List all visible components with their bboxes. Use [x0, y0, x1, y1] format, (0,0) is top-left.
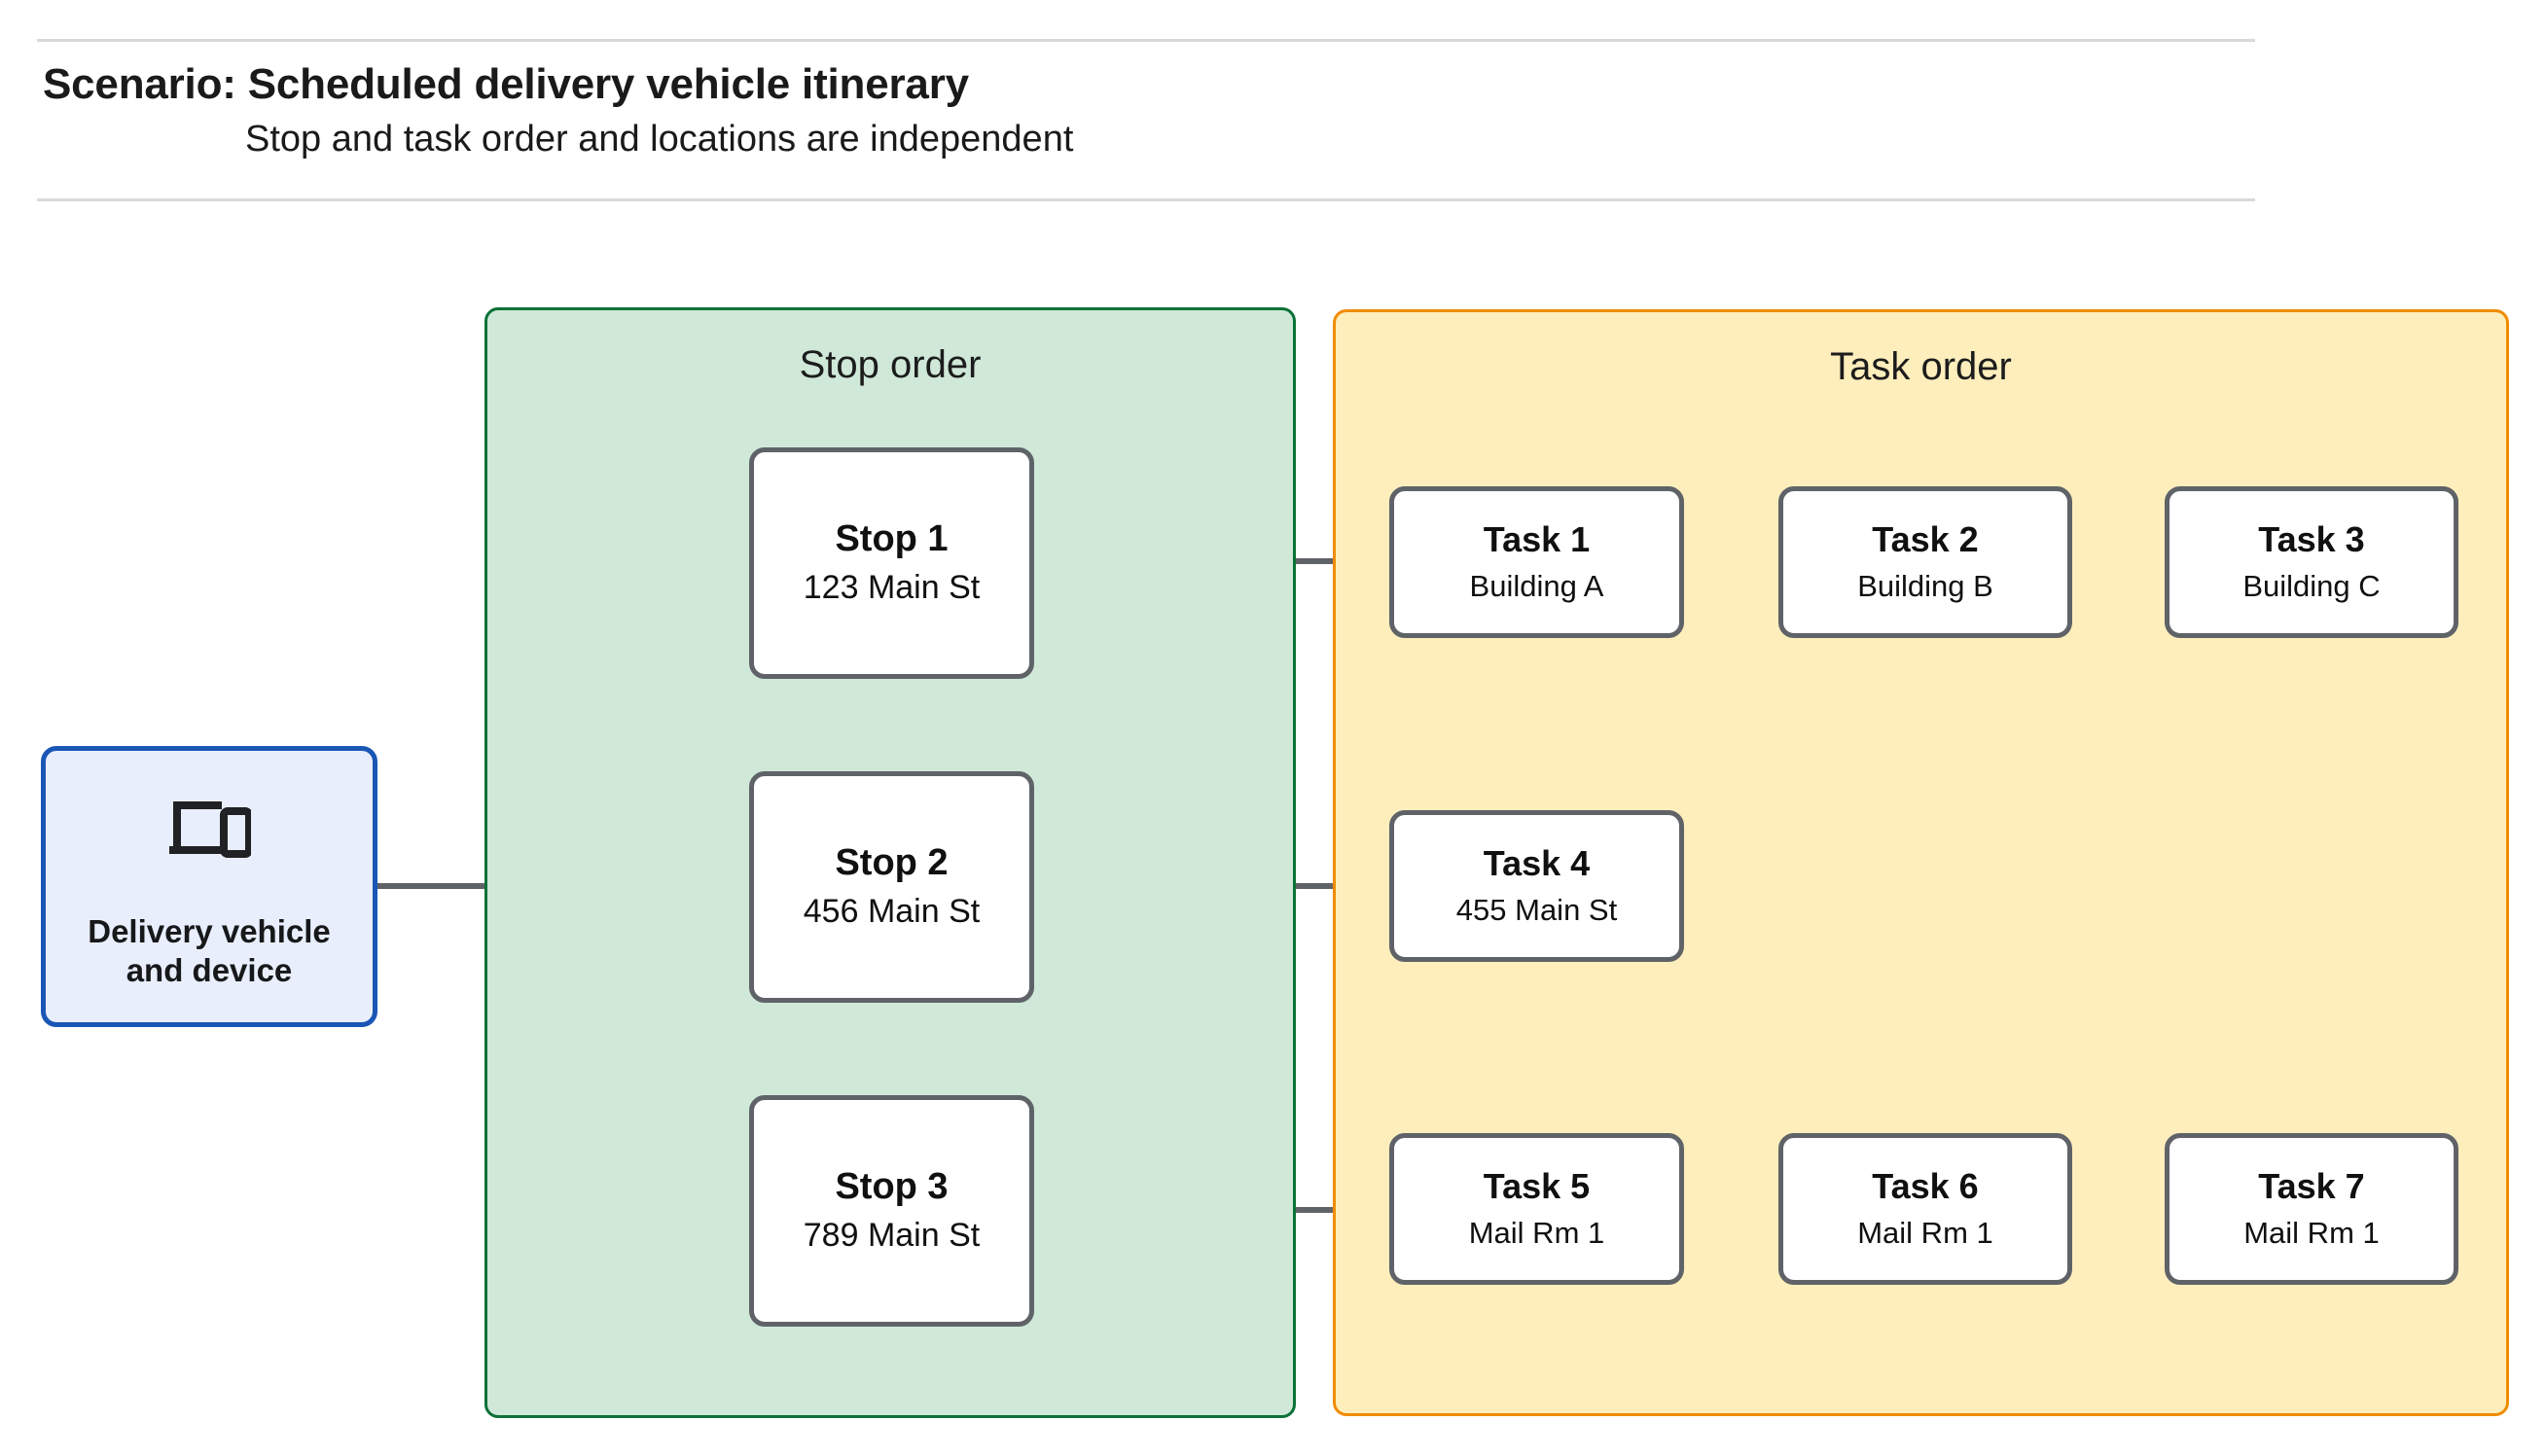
stop-node-2[interactable]: Stop 2 456 Main St [749, 771, 1034, 1003]
task-1-title: Task 1 [1483, 519, 1591, 560]
task-2-title: Task 2 [1872, 519, 1979, 560]
task-4-location: 455 Main St [1455, 892, 1618, 927]
task-7-location: Mail Rm 1 [2243, 1215, 2380, 1250]
device-label-line-1: Delivery vehicle [88, 913, 331, 949]
task-6-location: Mail Rm 1 [1857, 1215, 1993, 1250]
devices-icon [169, 801, 251, 858]
stop-node-1[interactable]: Stop 1 123 Main St [749, 447, 1034, 679]
stop-3-address: 789 Main St [803, 1217, 981, 1255]
task-4-title: Task 4 [1483, 843, 1591, 884]
task-6-title: Task 6 [1872, 1166, 1979, 1207]
task-node-5[interactable]: Task 5 Mail Rm 1 [1389, 1133, 1684, 1285]
task-2-location: Building B [1857, 568, 1993, 603]
device-label-line-2: and device [126, 952, 293, 989]
delivery-vehicle-and-device-node[interactable]: Delivery vehicle and device [41, 746, 377, 1027]
stop-1-title: Stop 1 [835, 517, 949, 559]
stop-node-3[interactable]: Stop 3 789 Main St [749, 1095, 1034, 1327]
task-node-7[interactable]: Task 7 Mail Rm 1 [2165, 1133, 2458, 1285]
task-node-4[interactable]: Task 4 455 Main St [1389, 810, 1684, 962]
stop-2-title: Stop 2 [835, 841, 949, 883]
task-node-2[interactable]: Task 2 Building B [1778, 486, 2072, 638]
header-divider-bottom [37, 198, 2255, 201]
task-node-3[interactable]: Task 3 Building C [2165, 486, 2458, 638]
task-node-1[interactable]: Task 1 Building A [1389, 486, 1684, 638]
task-7-title: Task 7 [2258, 1166, 2365, 1207]
device-node-label: Delivery vehicle and device [88, 912, 331, 991]
task-order-title: Task order [1830, 345, 2012, 388]
stop-3-title: Stop 3 [835, 1165, 949, 1207]
page-title: Scenario: Scheduled delivery vehicle iti… [43, 60, 969, 108]
header-divider-top [37, 39, 2255, 42]
task-3-location: Building C [2242, 568, 2381, 603]
stop-1-address: 123 Main St [803, 569, 981, 607]
stop-order-title: Stop order [799, 343, 982, 386]
task-node-6[interactable]: Task 6 Mail Rm 1 [1778, 1133, 2072, 1285]
task-5-title: Task 5 [1483, 1166, 1591, 1207]
stop-2-address: 456 Main St [803, 893, 981, 931]
task-1-location: Building A [1469, 568, 1604, 603]
task-5-location: Mail Rm 1 [1468, 1215, 1605, 1250]
task-3-title: Task 3 [2258, 519, 2365, 560]
page-subtitle: Stop and task order and locations are in… [245, 119, 1074, 160]
